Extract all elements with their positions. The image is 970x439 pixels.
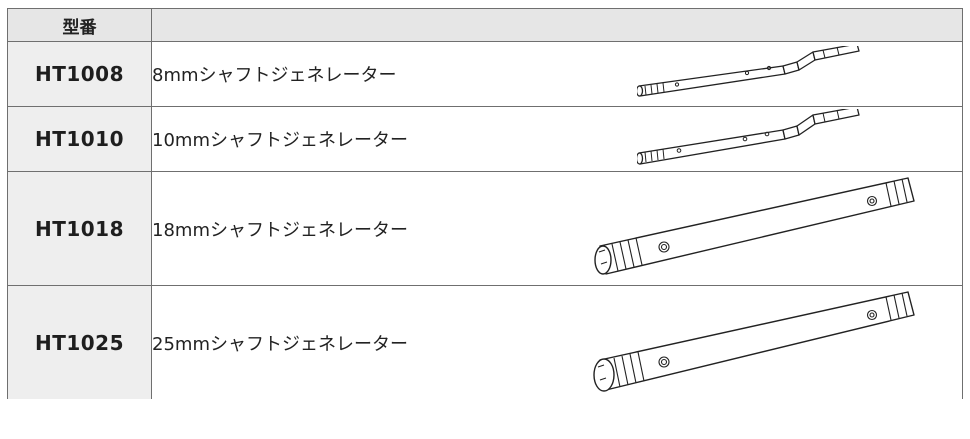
description-cell: 10mmシャフトジェネレーター [151,106,963,172]
model-column-header: 型番 [7,8,152,42]
table-row: HT1025 25mmシャフトジェネレーター [7,285,963,399]
description-cell: 18mmシャフトジェネレーター [151,171,963,286]
table-row: HT1010 10mmシャフトジェネレーター [7,106,963,172]
product-table: 型番 HT1008 8mmシャフトジェネレーター [7,8,963,399]
description-label: 8mmシャフトジェネレーター [152,65,397,86]
description-cell: 25mmシャフトジェネレーター [151,285,963,399]
generator-probe-icon [593,291,915,392]
generator-probe-icon [637,46,860,97]
table-header-row: 型番 [7,8,963,42]
model-cell: HT1010 [7,106,152,172]
description-column-header [151,8,963,42]
table-row: HT1018 18mmシャフトジェネレーター [7,171,963,286]
description-label: 10mmシャフトジェネレーター [152,130,408,151]
model-cell: HT1018 [7,171,152,286]
description-label: 18mmシャフトジェネレーター [152,219,408,241]
description-label: 25mmシャフトジェネレーター [152,333,408,355]
description-cell: 8mmシャフトジェネレーター [151,41,963,107]
generator-probe-icon [594,177,915,275]
model-cell: HT1008 [7,41,152,107]
generator-probe-icon [637,109,860,165]
table-row: HT1008 8mmシャフトジェネレーター [7,41,963,107]
model-cell: HT1025 [7,285,152,399]
